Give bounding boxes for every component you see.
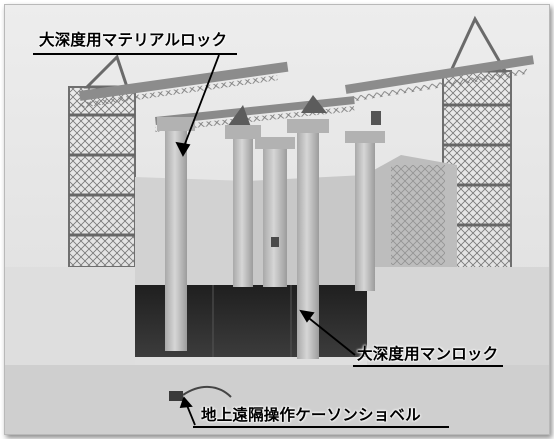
caisson-scene [5, 5, 549, 434]
caisson-shovel-underline [193, 426, 449, 428]
man-lock-underline [353, 365, 503, 367]
caisson-shovel-label: 地上遠隔操作ケーソンショベル [201, 406, 421, 424]
shaft-pillars [157, 117, 385, 359]
caisson-walls [5, 155, 549, 434]
man-lock-shaft [297, 131, 319, 359]
illustration-frame: 大深度用マテリアルロック 大深度用マンロック 地上遠隔操作ケーソンショベル [4, 4, 550, 435]
center-gantry [154, 95, 355, 132]
left-crane-tower [68, 54, 289, 268]
material-lock-label: 大深度用マテリアルロック [39, 31, 228, 49]
caisson-shovel [169, 386, 232, 401]
material-lock-shaft [165, 129, 187, 351]
man-lock-label: 大深度用マンロック [357, 345, 499, 363]
leader-lines [175, 54, 356, 426]
material-lock-underline [33, 53, 237, 55]
